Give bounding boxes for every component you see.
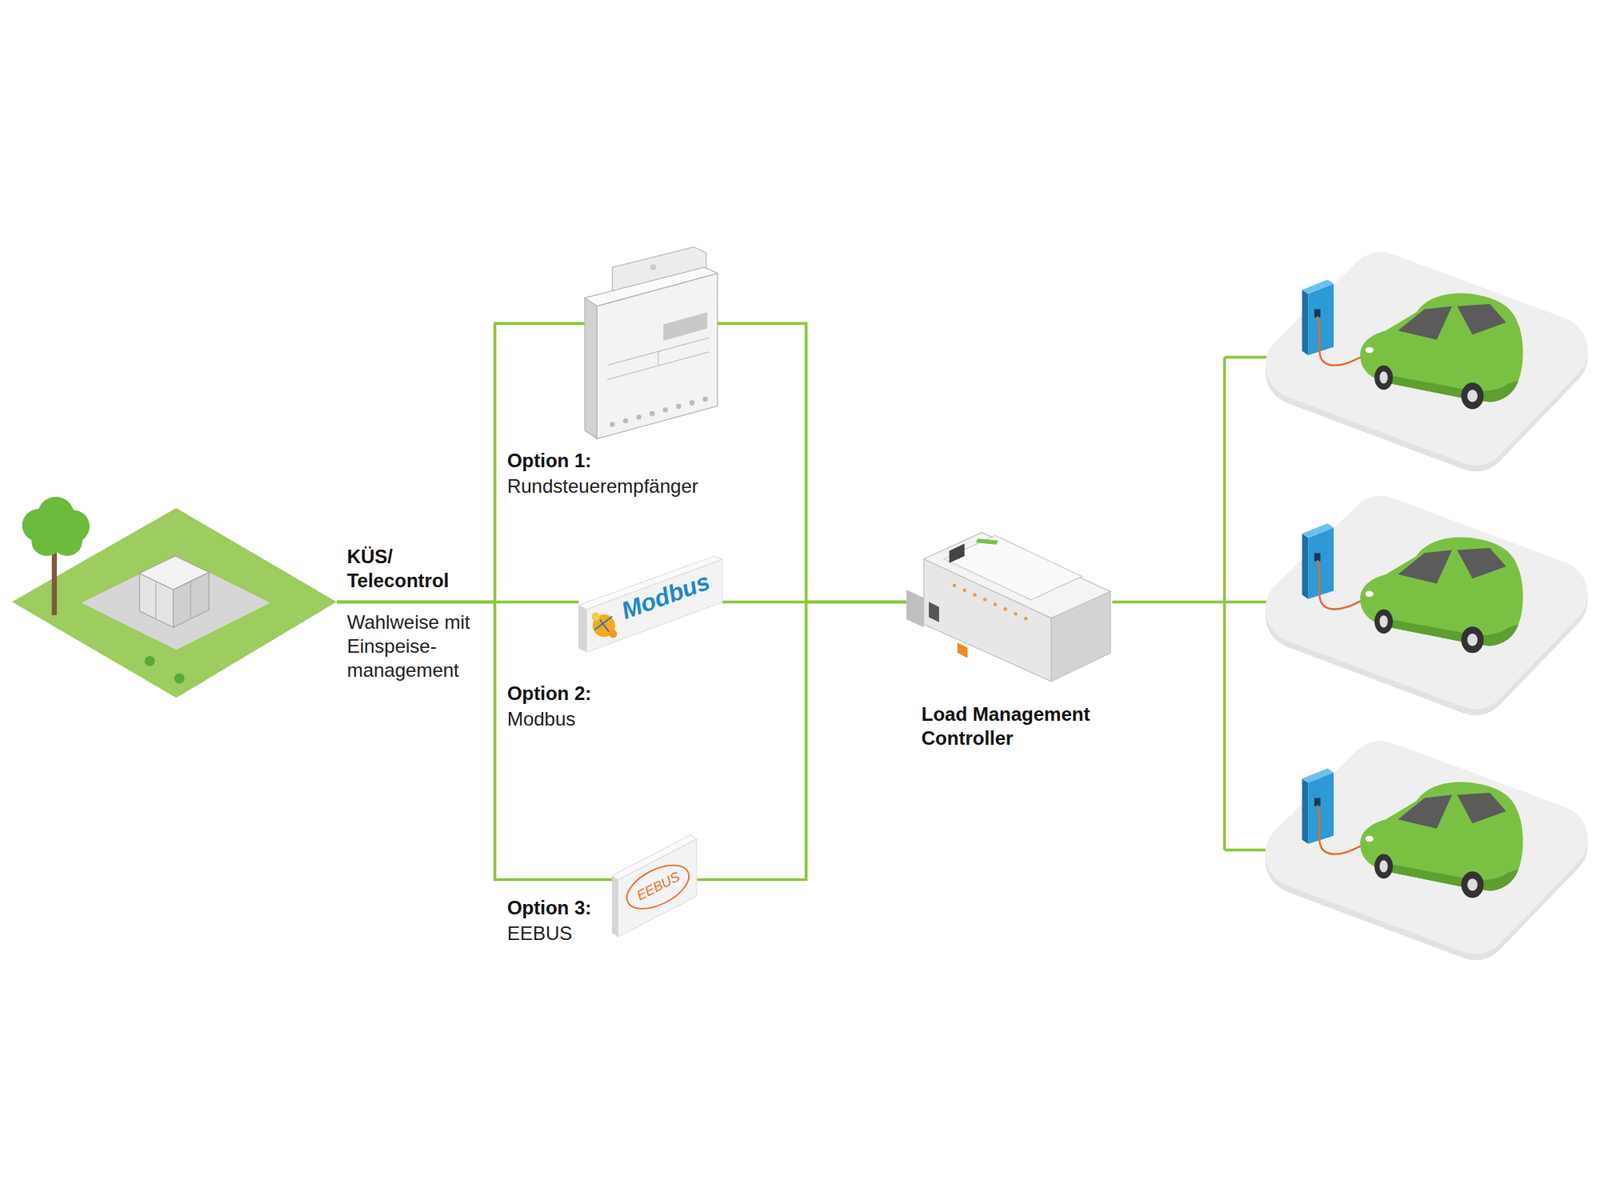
ripple-control-receiver-part (702, 396, 708, 402)
eebus-plaque-part (612, 875, 619, 937)
ripple-control-receiver-part (662, 407, 668, 412)
ripple-control-receiver (584, 244, 718, 439)
node-note: Wahlweise mit Einspeise- management (347, 610, 496, 683)
load-controller-device-part (928, 602, 940, 624)
ripple-control-receiver-part (657, 351, 659, 366)
load-controller-device-part (975, 538, 998, 545)
option-heading: Option 2: (507, 681, 592, 706)
load-controller-device-part (944, 536, 1082, 600)
connector-line (336, 602, 612, 880)
eebus-plaque-part (618, 838, 697, 936)
load-controller-device-part (956, 643, 968, 659)
load-controller-device-part (1051, 592, 1111, 682)
controller-node: Load Management Controller (906, 530, 1113, 684)
substation-ground-part (190, 581, 192, 619)
modbus-plaque-part (586, 559, 723, 652)
controller-wires (1112, 356, 1268, 850)
option-heading: Option 1: (507, 448, 592, 473)
load-controller-device-part (983, 597, 988, 602)
load-controller-device (906, 530, 1113, 684)
substation-ground-part (52, 525, 83, 556)
load-controller-device-part (906, 589, 924, 628)
controller-wires-part (1224, 600, 1268, 604)
charging-bay (1299, 523, 1555, 682)
modbus-plaque-part (595, 616, 613, 632)
option-heading: Option 3: (507, 896, 592, 920)
ripple-control-receiver-part (609, 421, 615, 427)
node-heading: KÜS/ Telecontrol (347, 544, 468, 593)
modbus-plaque-part (578, 604, 587, 652)
option-label: Modbus (507, 707, 576, 732)
controller-wires-part (1112, 600, 1224, 604)
load-controller-device-part (992, 602, 997, 607)
load-controller-device-part (1003, 607, 1008, 612)
ripple-control-receiver-part (636, 414, 641, 420)
ripple-control-receiver-part (584, 297, 597, 439)
ripple-control-receiver-part (623, 418, 628, 424)
substation-ground-part (81, 556, 271, 650)
receiver-node: Option 1:Rundsteuerempfänger (584, 244, 718, 439)
substation-ground-part (144, 656, 156, 667)
modbus-plaque-part (608, 629, 617, 638)
modbus-node: ModbusOption 2:Modbus (578, 551, 723, 654)
controller-wires-part (1223, 356, 1227, 850)
substation-ground-part (52, 551, 57, 616)
device-label: Load Management Controller (921, 702, 1114, 751)
eebus-node: EEBUSOption 3:EEBUS (612, 828, 697, 937)
substation-ground-part (174, 673, 185, 684)
ripple-control-receiver-part (607, 337, 710, 365)
substation-ground-part (140, 556, 210, 590)
substation-ground-part (12, 508, 337, 698)
ripple-control-receiver-part (649, 264, 656, 271)
ripple-control-receiver-part (584, 267, 718, 306)
ripple-control-receiver-part (676, 404, 681, 409)
connector-line (717, 323, 907, 602)
option-label: EEBUS (507, 921, 572, 946)
option-label: Rundsteuerempfänger (507, 474, 699, 499)
charging-bay (1299, 279, 1555, 438)
modbus-plaque-part (592, 612, 600, 620)
connector-line (696, 602, 906, 880)
load-controller-device-part (972, 593, 977, 598)
ripple-control-receiver-part (649, 411, 655, 416)
charging-bay (1299, 768, 1555, 927)
load-controller-device-part (952, 584, 956, 588)
substation-ground-part (156, 582, 157, 619)
ripple-control-receiver-part (689, 400, 695, 405)
substation-node: KÜS/ TelecontrolWahlweise mit Einspeise-… (12, 508, 337, 698)
eebus-plaque-part (620, 856, 696, 918)
load-controller-device-part (962, 588, 967, 593)
substation-ground (12, 508, 337, 698)
load-controller-device-part (1013, 612, 1018, 616)
load-controller-device-part (1024, 616, 1028, 621)
ripple-control-receiver-part (663, 312, 708, 341)
load-controller-device-part (948, 544, 964, 564)
controller-wires-part (1224, 848, 1268, 852)
controller-wires-part (1224, 356, 1268, 360)
